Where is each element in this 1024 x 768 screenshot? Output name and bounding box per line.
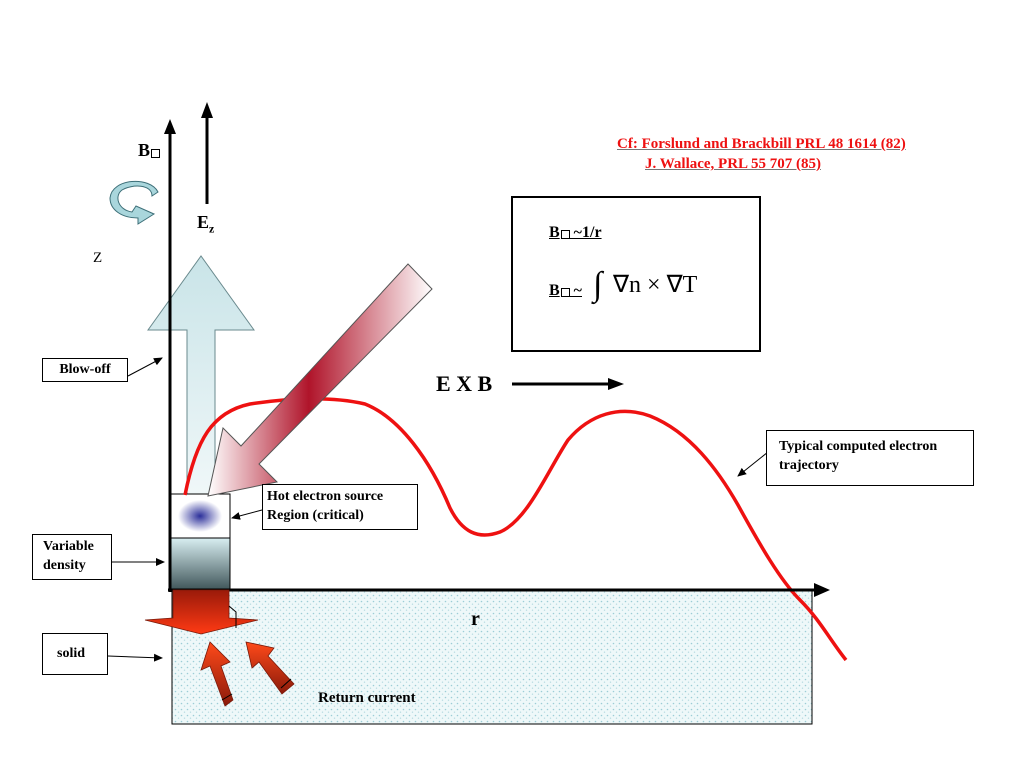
theta-glyph-box [560,230,570,239]
ez-arrowhead [201,102,213,118]
variable-density-callout: Variable density [32,534,112,580]
citation-line-2: J. Wallace, PRL 55 707 (85) [645,156,821,172]
formula-integrand: ∇n × ∇T [613,272,698,298]
downward-current-arrow [144,589,259,635]
solid-callout: solid [42,633,108,675]
formula-box: B ~1/r B ~ ∫ ∇n × ∇T [511,196,761,352]
blow-off-pointer [127,357,163,377]
b-theta-curl-icon [109,180,159,225]
formula-b-theta-integral: B ~ [549,282,582,299]
r-axis-label: r [471,608,480,630]
trajectory-pointer [737,451,769,477]
r-axis-arrowhead [814,583,830,597]
blow-off-callout: Blow-off [42,358,128,382]
solid-pointer [107,653,163,662]
return-current-label: Return current [318,690,416,706]
return-current-arrow-right [245,641,295,695]
z-axis-label: Z [93,250,103,266]
hot-electron-glow [178,500,222,532]
blow-off-text: Blow-off [59,362,111,377]
variable-density-text-2: density [43,558,86,573]
hot-source-text-1: Hot electron source [267,489,384,504]
formula-b-theta-r: B ~1/r [549,224,602,241]
citation: Cf: Forslund and Brackbill PRL 48 1614 (… [617,134,906,174]
hot-source-callout: Hot electron source Region (critical) [262,484,418,530]
solid-region [171,589,813,725]
hot-source-pointer [231,509,263,520]
exb-label: E X B [436,371,493,396]
ez-label: Ez [197,212,215,236]
citation-line-1: Cf: Forslund and Brackbill PRL 48 1614 (… [617,136,906,152]
theta-glyph-box [151,149,161,158]
hot-source-text-2: Region (critical) [267,508,364,523]
variable-density-text-1: Variable [43,539,94,554]
laser-beam-arrow [207,263,433,497]
integral-sign: ∫ [593,266,603,303]
theta-glyph-box [560,288,570,297]
trajectory-text-1: Typical computed electron [779,439,938,454]
variable-density-column [169,537,231,591]
trajectory-callout: Typical computed electron trajectory [766,430,974,486]
solid-text: solid [57,646,86,661]
trajectory-text-2: trajectory [779,458,839,473]
exb-arrowhead [608,378,624,390]
z-axis-arrowhead [164,119,176,134]
b-theta-label: B [138,140,161,161]
